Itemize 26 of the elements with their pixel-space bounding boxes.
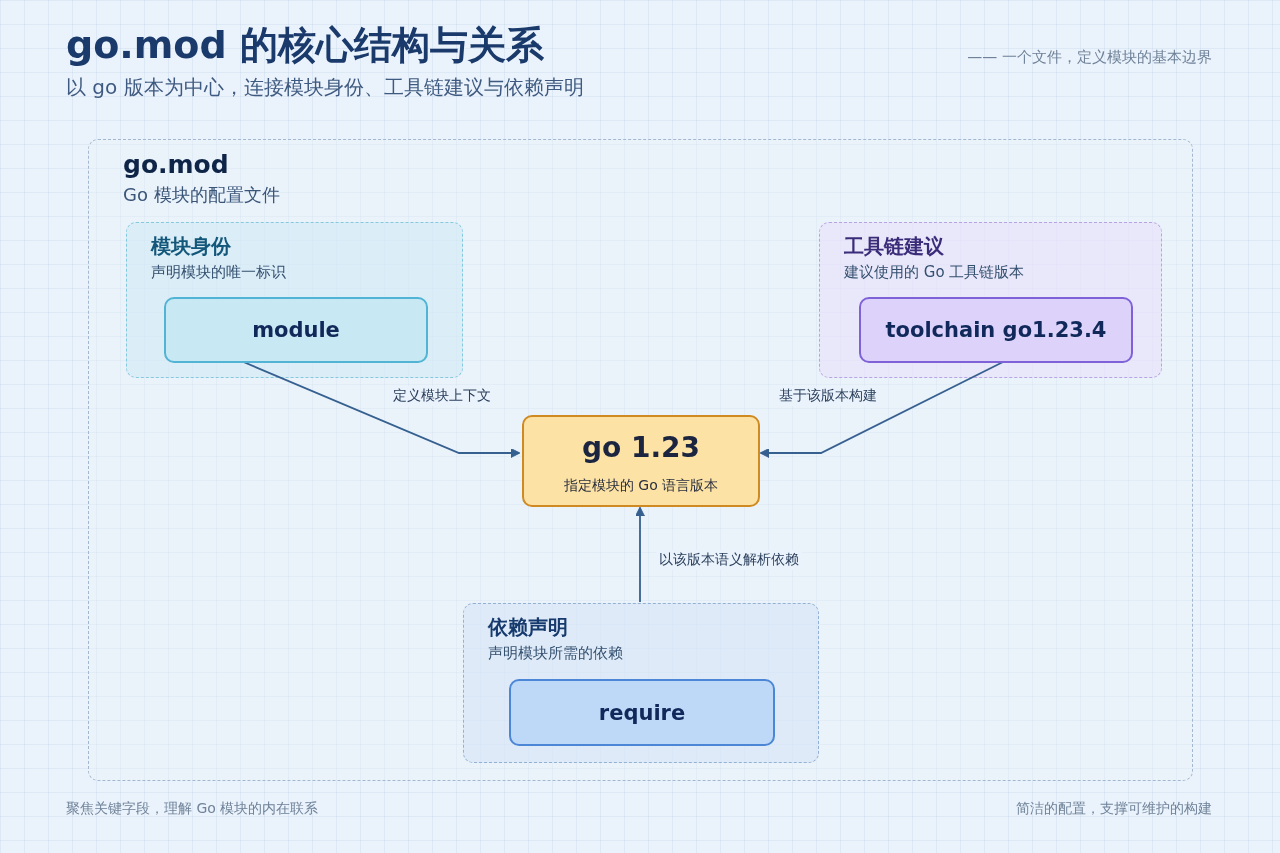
file-panel (88, 139, 1193, 781)
group-panel (126, 222, 463, 378)
field-box: require (509, 679, 775, 746)
field-box: module (164, 297, 428, 363)
panel-description: Go 模块的配置文件 (123, 183, 280, 207)
edge-label: 以该版本语义解析依赖 (656, 550, 802, 570)
panel-description: 建议使用的 Go 工具链版本 (844, 263, 1025, 282)
panel-heading: go.mod (123, 150, 229, 179)
title: go.mod 的核心结构与关系 (66, 22, 544, 69)
panel-description: 声明模块所需的依赖 (488, 644, 623, 663)
tagline: —— 一个文件，定义模块的基本边界 (967, 48, 1212, 67)
footer-note: 聚焦关键字段，理解 Go 模块的内在联系 (66, 800, 319, 818)
panel-description: 声明模块的唯一标识 (151, 263, 286, 282)
group-panel (463, 603, 819, 763)
footer-note: 简洁的配置，支撑可维护的构建 (1016, 800, 1212, 818)
panel-heading: 工具链建议 (844, 233, 944, 260)
version-description: 指定模块的 Go 语言版本 (562, 477, 720, 495)
version-text: go 1.23 (580, 431, 702, 464)
subtitle: 以 go 版本为中心，连接模块身份、工具链建议与依赖声明 (66, 74, 584, 101)
panel-heading: 模块身份 (151, 233, 231, 260)
edge-label: 基于该版本构建 (776, 386, 880, 406)
arrow (635, 506, 645, 603)
field-box: toolchain go1.23.4 (859, 297, 1133, 363)
group-panel (819, 222, 1162, 378)
panel-heading: 依赖声明 (488, 614, 568, 641)
version-box (522, 415, 760, 507)
